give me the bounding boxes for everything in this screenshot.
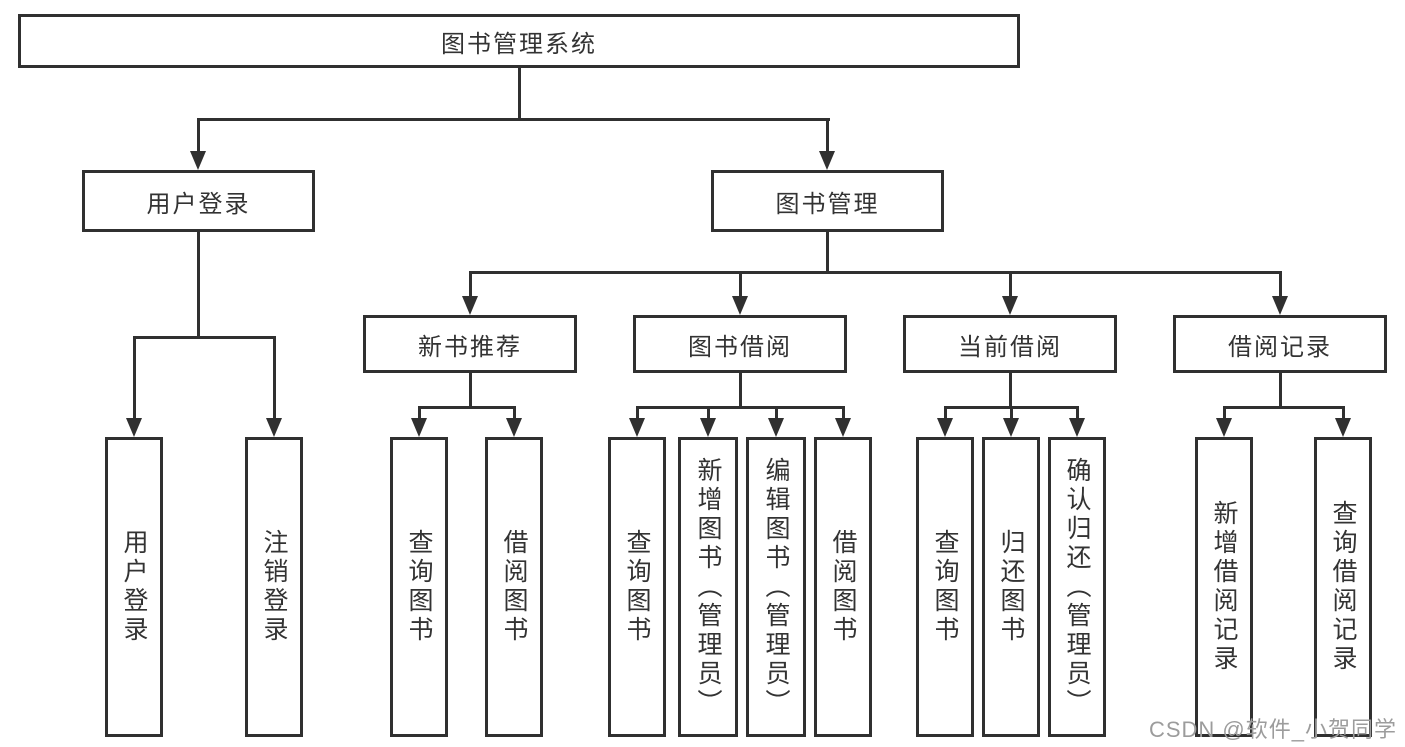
arrowhead-borrow-records: [1272, 296, 1288, 315]
connector-new-books-stem: [469, 373, 472, 409]
connector-new-books-bus: [418, 406, 516, 409]
connector-borrow-records-bus: [1223, 406, 1345, 409]
connector-drop-br-add: [1223, 406, 1226, 422]
arrowhead-cb-confirm: [1069, 418, 1085, 437]
arrowhead-login: [126, 418, 142, 437]
arrowhead-logout: [266, 418, 282, 437]
arrowhead-bb-edit: [768, 418, 784, 437]
leaf-currentborrow-return-label: 归还图书: [997, 529, 1025, 645]
connector-drop-nb-query: [418, 406, 421, 422]
arrowhead-br-add: [1216, 418, 1232, 437]
node-book-mgmt: 图书管理: [711, 170, 944, 232]
leaf-records-add: 新增借阅记录: [1195, 437, 1253, 737]
leaf-logout: 注销登录: [245, 437, 303, 737]
connector-drop-book-mgmt: [826, 118, 829, 154]
connector-drop-login: [133, 336, 136, 422]
connector-drop-current-borrow: [1009, 271, 1012, 299]
leaf-records-query-label: 查询借阅记录: [1329, 500, 1357, 674]
connector-drop-br-query: [1342, 406, 1345, 422]
leaf-currentborrow-confirm-label: 确认归还（管理员）: [1063, 456, 1091, 718]
connector-drop-cb-confirm: [1076, 406, 1079, 422]
leaf-currentborrow-return: 归还图书: [982, 437, 1040, 737]
connector-drop-bb-borrow: [842, 406, 845, 422]
csdn-watermark: CSDN @软件_小贺同学: [1148, 717, 1397, 742]
arrowhead-user-login: [190, 151, 206, 170]
node-current-borrow-label: 当前借阅: [958, 333, 1062, 361]
leaf-bookborrow-edit: 编辑图书（管理员）: [746, 437, 806, 737]
arrowhead-book-borrow: [732, 296, 748, 315]
node-borrow-records-label: 借阅记录: [1228, 333, 1332, 361]
leaf-records-query: 查询借阅记录: [1314, 437, 1372, 737]
connector-book-mgmt-bus: [469, 271, 1282, 274]
arrowhead-br-query: [1335, 418, 1351, 437]
connector-drop-bb-query: [636, 406, 639, 422]
connector-borrow-records-stem: [1279, 373, 1282, 409]
node-book-borrow-label: 图书借阅: [688, 333, 792, 361]
leaf-records-add-label: 新增借阅记录: [1210, 500, 1238, 674]
arrowhead-nb-borrow: [506, 418, 522, 437]
node-user-login: 用户登录: [82, 170, 315, 232]
leaf-bookborrow-edit-label: 编辑图书（管理员）: [762, 456, 790, 718]
connector-book-mgmt-stem: [826, 232, 829, 274]
leaf-newbooks-query: 查询图书: [390, 437, 448, 737]
node-new-books: 新书推荐: [363, 315, 577, 373]
connector-drop-book-borrow: [739, 271, 742, 299]
connector-root-stem: [518, 68, 521, 120]
leaf-bookborrow-borrow-label: 借阅图书: [829, 529, 857, 645]
node-new-books-label: 新书推荐: [418, 333, 522, 361]
connector-root-bus: [197, 118, 830, 121]
node-borrow-records: 借阅记录: [1173, 315, 1387, 373]
node-current-borrow: 当前借阅: [903, 315, 1117, 373]
connector-book-borrow-stem: [739, 373, 742, 409]
connector-user-login-bus: [133, 336, 276, 339]
leaf-bookborrow-query: 查询图书: [608, 437, 666, 737]
arrowhead-book-mgmt: [819, 151, 835, 170]
leaf-newbooks-borrow: 借阅图书: [485, 437, 543, 737]
arrowhead-nb-query: [411, 418, 427, 437]
connector-drop-bb-add: [707, 406, 710, 422]
connector-drop-cb-query: [944, 406, 947, 422]
connector-book-borrow-bus: [636, 406, 845, 409]
connector-drop-cb-return: [1010, 406, 1013, 422]
leaf-currentborrow-query-label: 查询图书: [931, 529, 959, 645]
arrowhead-cb-query: [937, 418, 953, 437]
connector-drop-bb-edit: [775, 406, 778, 422]
leaf-bookborrow-add: 新增图书（管理员）: [678, 437, 738, 737]
connector-user-login-stem: [197, 232, 200, 339]
leaf-bookborrow-borrow: 借阅图书: [814, 437, 872, 737]
arrowhead-bb-add: [700, 418, 716, 437]
leaf-newbooks-query-label: 查询图书: [405, 529, 433, 645]
leaf-logout-label: 注销登录: [260, 529, 288, 645]
leaf-bookborrow-add-label: 新增图书（管理员）: [694, 456, 722, 718]
leaf-bookborrow-query-label: 查询图书: [623, 529, 651, 645]
connector-drop-user-login: [197, 118, 200, 154]
leaf-user-login-label: 用户登录: [120, 529, 148, 645]
arrowhead-new-books: [462, 296, 478, 315]
connector-drop-new-books: [469, 271, 472, 299]
leaf-currentborrow-confirm: 确认归还（管理员）: [1048, 437, 1106, 737]
leaf-user-login: 用户登录: [105, 437, 163, 737]
arrowhead-bb-query: [629, 418, 645, 437]
arrowhead-current-borrow: [1002, 296, 1018, 315]
connector-drop-nb-borrow: [513, 406, 516, 422]
connector-drop-borrow-records: [1279, 271, 1282, 299]
node-book-mgmt-label: 图书管理: [775, 190, 880, 218]
arrowhead-bb-borrow: [835, 418, 851, 437]
arrowhead-cb-return: [1003, 418, 1019, 437]
node-user-login-label: 用户登录: [146, 190, 251, 218]
connector-drop-logout: [273, 336, 276, 422]
leaf-currentborrow-query: 查询图书: [916, 437, 974, 737]
leaf-newbooks-borrow-label: 借阅图书: [500, 529, 528, 645]
node-book-borrow: 图书借阅: [633, 315, 847, 373]
connector-current-borrow-stem: [1009, 373, 1012, 409]
node-root: 图书管理系统: [18, 14, 1020, 68]
node-root-label: 图书管理系统: [441, 30, 597, 58]
